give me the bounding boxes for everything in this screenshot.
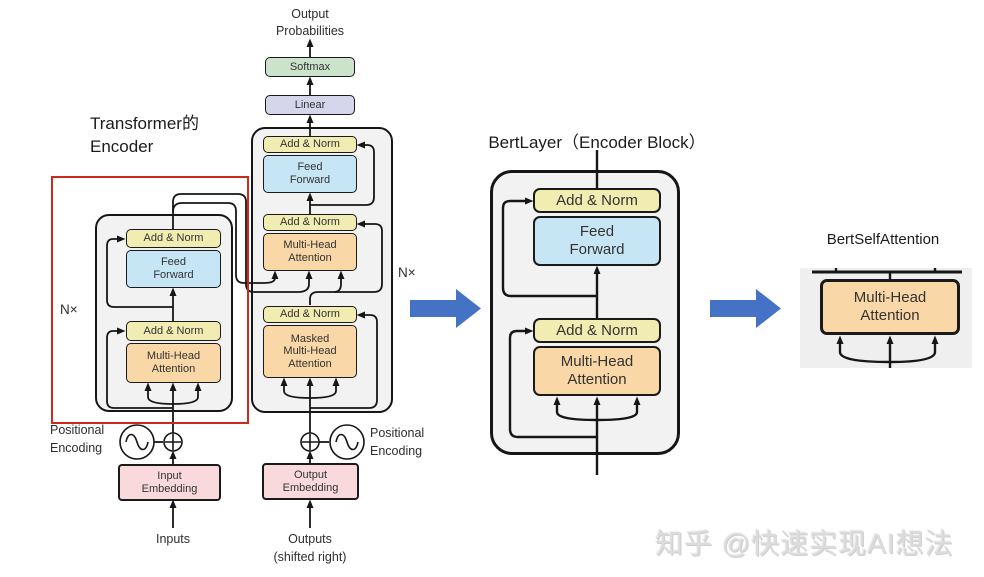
input-embedding-box: Input Embedding (118, 464, 221, 501)
bertself-multi-head-attention-box: Multi-Head Attention (820, 279, 960, 335)
encoder-add-norm-top-box: Add & Norm (126, 229, 221, 248)
watermark: 知乎 @快速实现AI想法 (655, 528, 954, 559)
flow-arrow-icon (710, 289, 781, 328)
encoder-add-norm-bottom-box: Add & Norm (126, 321, 221, 341)
output-embedding-box: Output Embedding (262, 463, 359, 500)
bertlayer-feed-forward-box: Feed Forward (533, 216, 661, 266)
decoder-multi-head-attention-box: Multi-Head Attention (263, 233, 357, 271)
softmax-box: Softmax (265, 57, 355, 77)
decoder-add-norm-3-box: Add & Norm (263, 306, 357, 323)
bertlayer-add-norm-bottom-box: Add & Norm (533, 318, 661, 343)
linear-box: Linear (265, 95, 355, 115)
decoder-add-norm-1-box: Add & Norm (263, 136, 357, 153)
encoder-multi-head-attention-box: Multi-Head Attention (126, 343, 221, 383)
positional-encoding-label-left: Positional Encoding (50, 423, 105, 455)
decoder-add-norm-2-box: Add & Norm (263, 214, 357, 231)
bertlayer-add-norm-top-box: Add & Norm (533, 188, 661, 213)
bertselfattention-title: BertSelfAttention (826, 231, 940, 248)
transformer-encoder-title: Transformer的 Encoder (90, 114, 199, 156)
flow-arrow-icon (410, 289, 481, 328)
encoder-n-label: N× (60, 302, 78, 317)
encoder-feed-forward-box: Feed Forward (126, 250, 221, 288)
decoder-feed-forward-box: Feed Forward (263, 155, 357, 193)
bertlayer-title: BertLayer（Encoder Block） (488, 133, 706, 152)
positional-encoding-icon (119, 424, 365, 460)
decoder-n-label: N× (398, 265, 416, 280)
add-icon (163, 432, 320, 452)
inputs-label: Inputs (155, 532, 191, 546)
positional-encoding-label-right: Positional Encoding (370, 426, 425, 458)
output-probabilities-label: Output Probabilities (275, 7, 345, 38)
bertlayer-multi-head-attention-box: Multi-Head Attention (533, 346, 661, 396)
outputs-label: Outputs (shifted right) (273, 532, 347, 564)
masked-multi-head-attention-box: Masked Multi-Head Attention (263, 325, 357, 378)
